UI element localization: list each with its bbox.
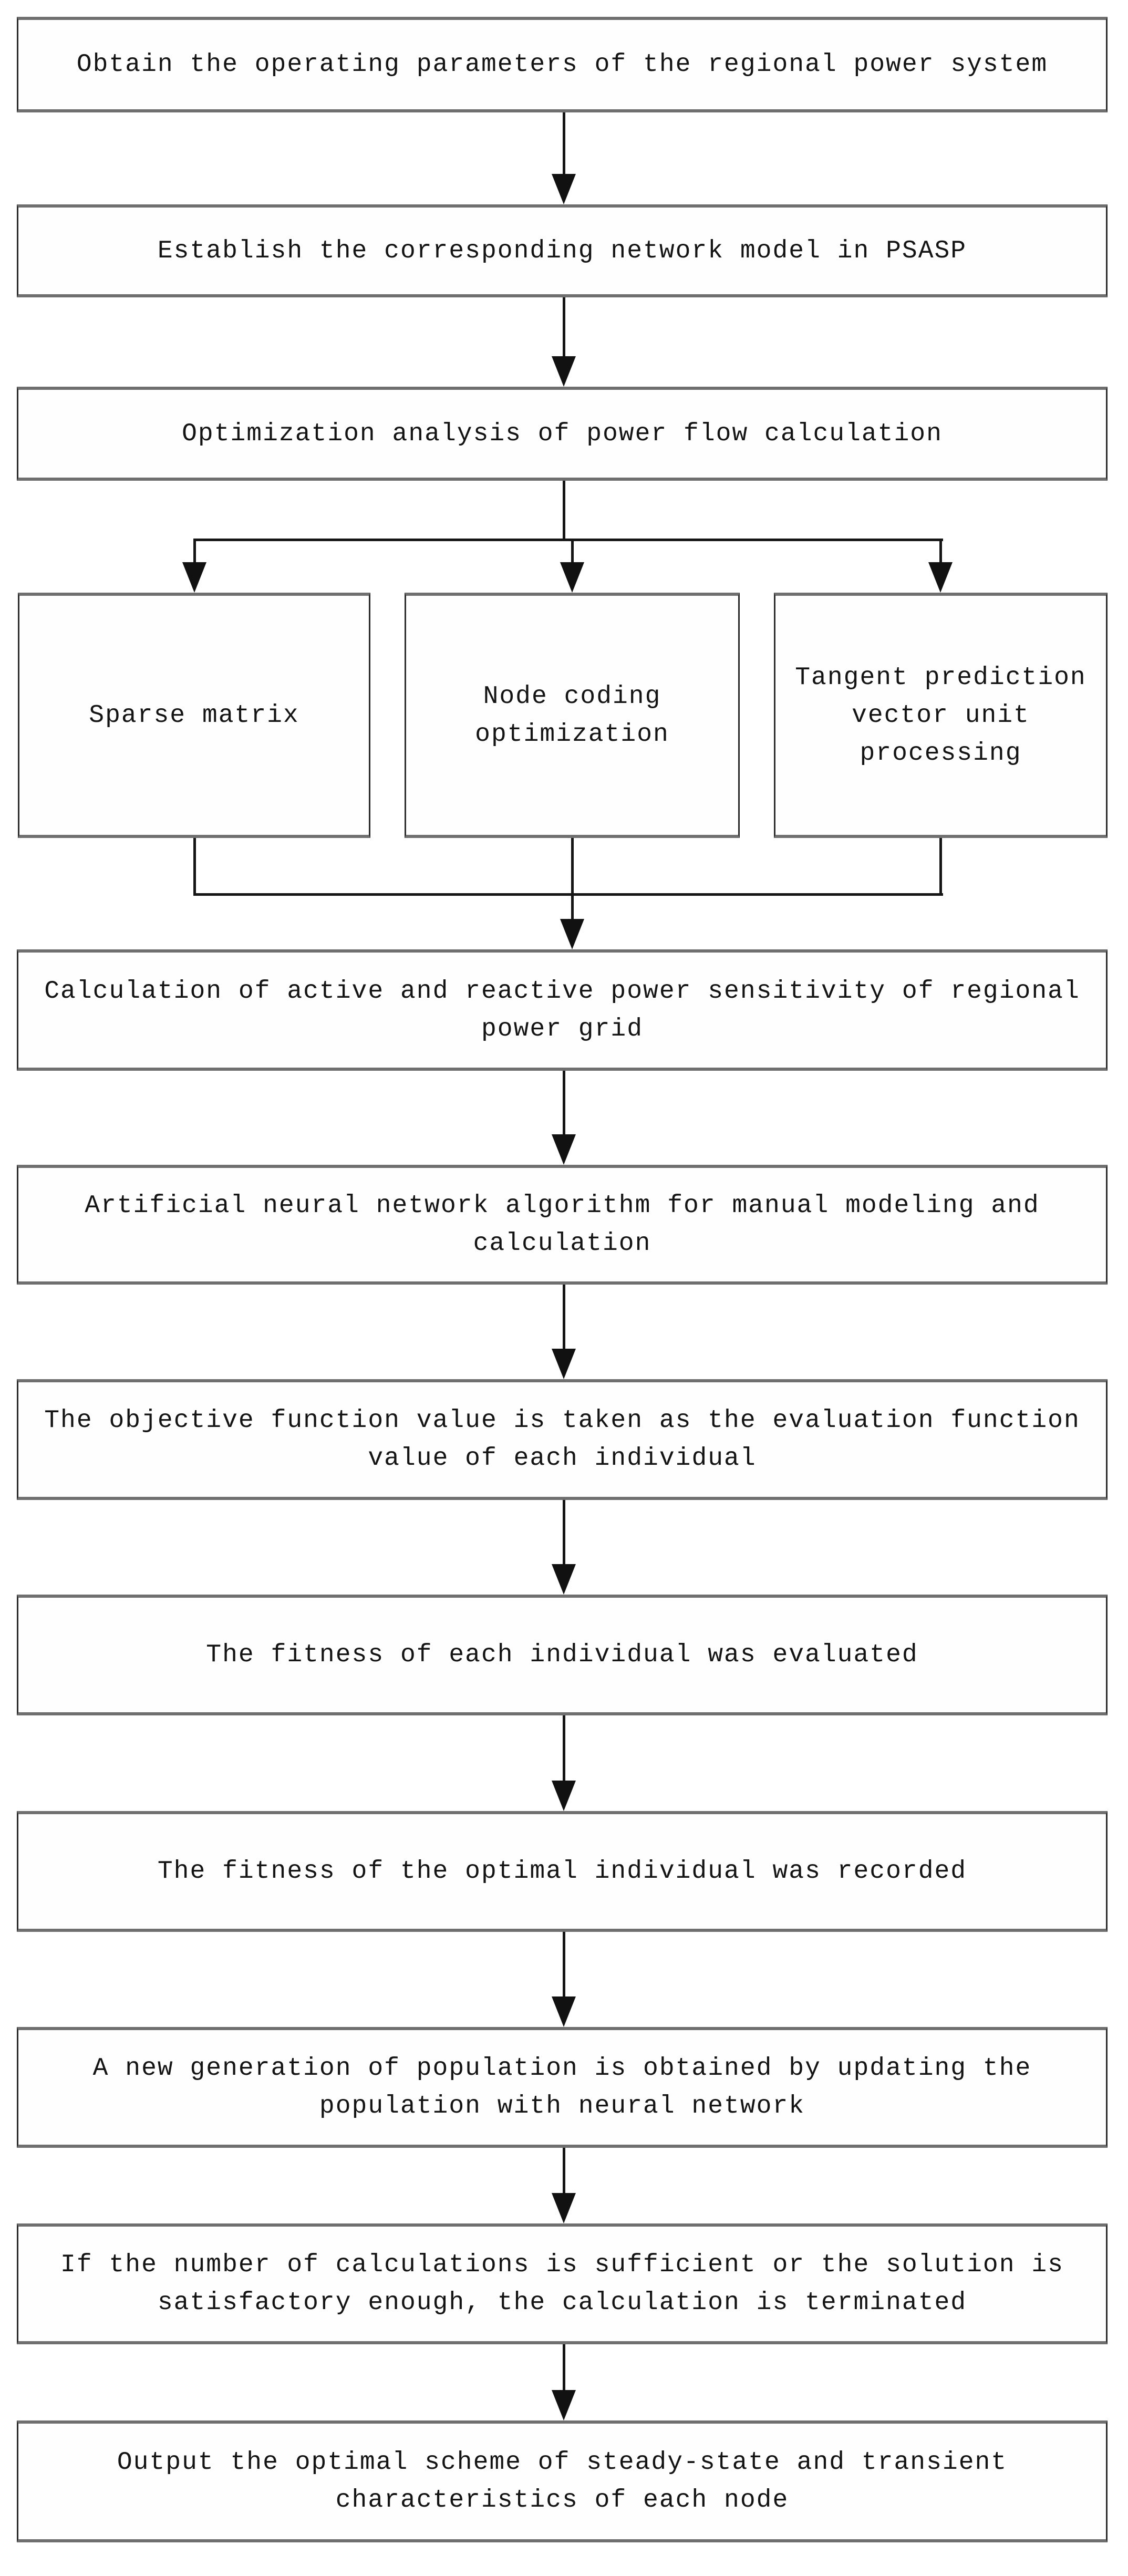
arrow-down-icon (552, 356, 576, 387)
node-fitness-recorded: The fitness of the optimal individual wa… (17, 1811, 1108, 1932)
node-label: Artificial neural network algorithm for … (85, 1192, 1040, 1258)
node-label: Obtain the operating parameters of the r… (76, 50, 1048, 79)
node-objective-function: The objective function value is taken as… (17, 1379, 1108, 1500)
node-label: The fitness of the optimal individual wa… (157, 1857, 967, 1886)
flow-connector-line (563, 1071, 565, 1136)
flow-connector-line (571, 838, 574, 920)
split-line (193, 539, 943, 541)
arrow-down-icon (552, 1134, 576, 1165)
flow-connector-line (563, 1715, 565, 1783)
node-label: The objective function value is taken as… (44, 1406, 1080, 1473)
node-label: Output the optimal scheme of steady-stat… (117, 2448, 1008, 2515)
arrow-down-icon (552, 1996, 576, 2027)
node-label: If the number of calculations is suffici… (60, 2251, 1064, 2317)
node-label: Node coding optimization (475, 682, 669, 749)
merge-line (193, 893, 943, 896)
flow-connector-line (563, 297, 565, 358)
node-label: Optimization analysis of power flow calc… (182, 419, 943, 448)
node-label: The fitness of each individual was evalu… (206, 1641, 918, 1669)
flow-connector-line (939, 539, 942, 564)
node-label: Calculation of active and reactive power… (44, 977, 1080, 1043)
flow-connector-line (563, 1500, 565, 1566)
arrow-down-icon (552, 1349, 576, 1379)
node-fitness-evaluated: The fitness of each individual was evalu… (17, 1595, 1108, 1715)
arrow-down-icon (928, 562, 953, 593)
flow-connector-line (571, 539, 574, 564)
node-node-coding: Node coding optimization (405, 593, 740, 838)
node-termination-check: If the number of calculations is suffici… (17, 2223, 1108, 2344)
flow-connector-line (563, 112, 565, 176)
arrow-down-icon (560, 919, 584, 949)
node-power-flow-optimization: Optimization analysis of power flow calc… (17, 387, 1108, 481)
flow-connector-line (563, 2148, 565, 2195)
node-tangent-prediction: Tangent prediction vector unit processin… (774, 593, 1108, 838)
flow-connector-line (193, 838, 196, 896)
arrow-down-icon (552, 2193, 576, 2223)
flow-connector-line (939, 838, 942, 896)
arrow-down-icon (182, 562, 206, 593)
arrow-down-icon (552, 2390, 576, 2420)
arrow-down-icon (552, 1564, 576, 1595)
flow-connector-line (563, 481, 565, 541)
node-ann-modeling: Artificial neural network algorithm for … (17, 1165, 1108, 1285)
arrow-down-icon (560, 562, 584, 593)
node-new-generation: A new generation of population is obtain… (17, 2027, 1108, 2148)
flow-connector-line (563, 1932, 565, 1999)
node-label: Sparse matrix (89, 701, 299, 730)
arrow-down-icon (552, 174, 576, 204)
node-sparse-matrix: Sparse matrix (18, 593, 370, 838)
node-network-model: Establish the corresponding network mode… (17, 204, 1108, 297)
node-label: Establish the corresponding network mode… (157, 236, 967, 265)
arrow-down-icon (552, 1781, 576, 1811)
flow-connector-line (193, 539, 196, 564)
node-label: Tangent prediction vector unit processin… (795, 663, 1086, 768)
flow-connector-line (563, 2344, 565, 2392)
node-obtain-parameters: Obtain the operating parameters of the r… (17, 17, 1108, 112)
node-label: A new generation of population is obtain… (92, 2054, 1032, 2120)
flow-connector-line (563, 1285, 565, 1351)
node-output-scheme: Output the optimal scheme of steady-stat… (17, 2420, 1108, 2542)
node-sensitivity-calculation: Calculation of active and reactive power… (17, 949, 1108, 1071)
